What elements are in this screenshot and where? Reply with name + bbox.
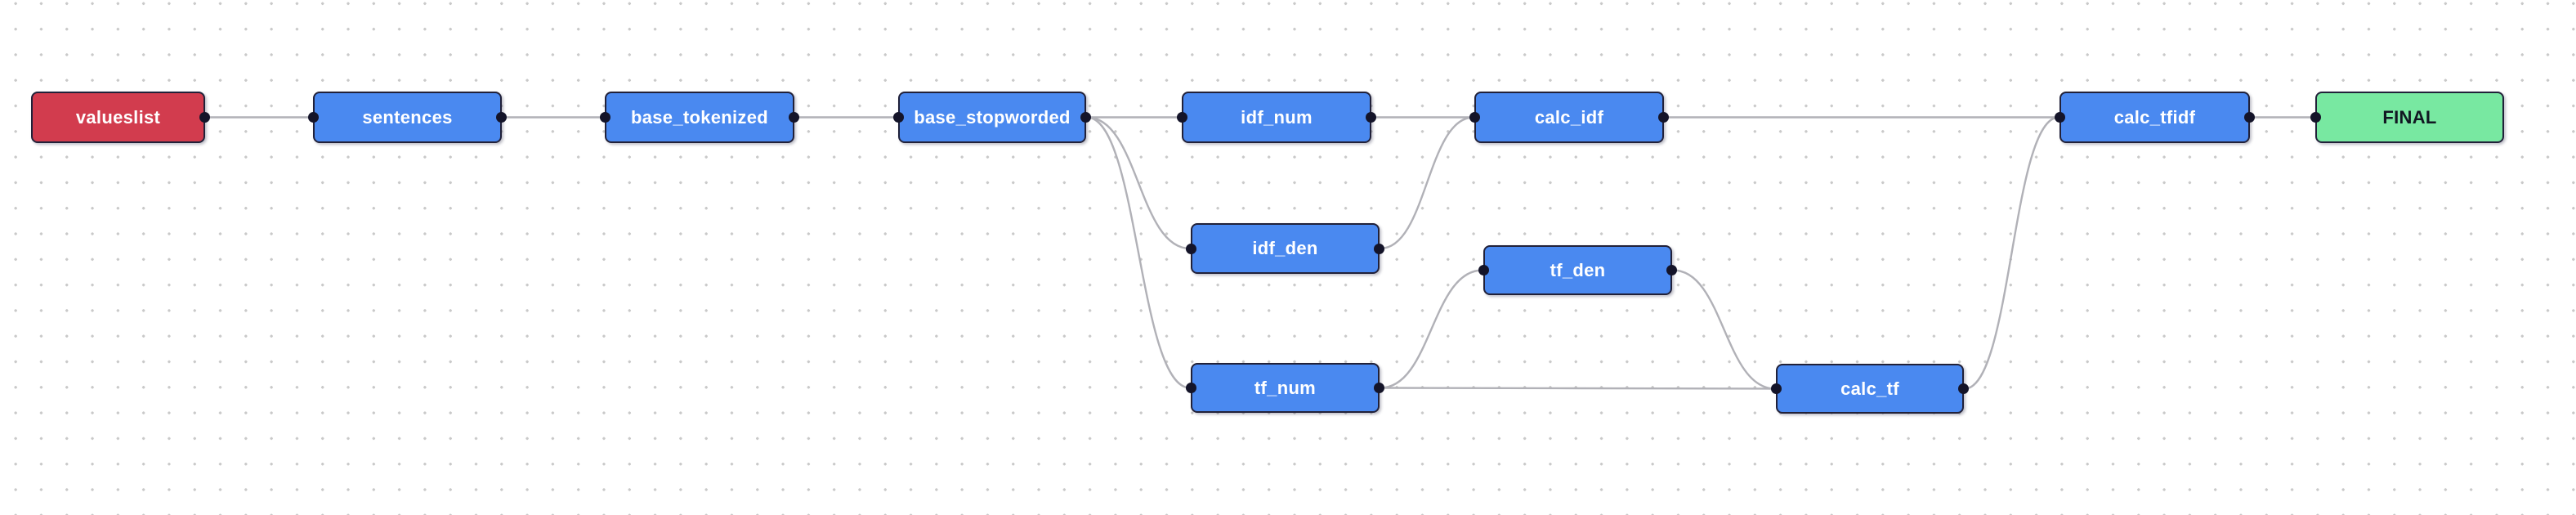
node-sentences[interactable]: sentences: [308, 92, 507, 143]
handle-source-idf_den[interactable]: [1374, 243, 1384, 254]
node-label-calc_idf: calc_idf: [1534, 106, 1604, 128]
edge-base_stopworded-to-tf_num[interactable]: [1086, 116, 1191, 389]
node-idf_num[interactable]: idf_num: [1177, 92, 1376, 143]
handle-target-calc_idf[interactable]: [1469, 112, 1480, 123]
node-label-base_stopworded: base_stopworded: [914, 106, 1071, 128]
node-label-base_tokenized: base_tokenized: [630, 106, 769, 128]
edge-tf_num-to-calc_tf[interactable]: [1380, 387, 1776, 390]
handle-target-tf_num[interactable]: [1186, 383, 1196, 393]
handle-target-base_tokenized[interactable]: [600, 112, 610, 123]
handle-source-valueslist[interactable]: [199, 112, 210, 123]
node-FINAL[interactable]: FINAL: [2310, 92, 2504, 143]
node-label-calc_tf: calc_tf: [1840, 378, 1899, 399]
node-calc_tf[interactable]: calc_tf: [1771, 364, 1969, 414]
handle-source-calc_tfidf[interactable]: [2244, 112, 2255, 123]
edge-calc_tf-to-calc_tfidf[interactable]: [1964, 116, 2059, 390]
node-label-idf_num: idf_num: [1241, 106, 1313, 128]
handle-source-calc_tf[interactable]: [1958, 383, 1969, 394]
node-label-tf_den: tf_den: [1550, 259, 1606, 280]
node-calc_idf[interactable]: calc_idf: [1469, 92, 1669, 143]
handle-target-tf_den[interactable]: [1478, 265, 1489, 275]
node-label-idf_den: idf_den: [1252, 238, 1318, 258]
handle-target-base_stopworded[interactable]: [893, 112, 904, 123]
node-tf_den[interactable]: tf_den: [1478, 245, 1677, 295]
handle-source-calc_idf[interactable]: [1658, 112, 1669, 123]
handle-source-tf_den[interactable]: [1666, 265, 1677, 275]
handle-source-tf_num[interactable]: [1374, 383, 1384, 393]
handle-target-sentences[interactable]: [308, 112, 319, 123]
node-idf_den[interactable]: idf_den: [1186, 223, 1384, 274]
node-label-FINAL: FINAL: [2382, 106, 2437, 128]
node-label-sentences: sentences: [362, 106, 453, 128]
node-valueslist[interactable]: valueslist: [31, 92, 210, 143]
handle-target-idf_num[interactable]: [1177, 112, 1187, 123]
edge-tf_den-to-calc_tf[interactable]: [1672, 269, 1776, 390]
edge-idf_den-to-calc_idf[interactable]: [1380, 116, 1474, 250]
handle-target-FINAL[interactable]: [2310, 112, 2321, 123]
handle-source-base_tokenized[interactable]: [789, 112, 799, 123]
edge-base_stopworded-to-idf_den[interactable]: [1086, 116, 1191, 250]
node-calc_tfidf[interactable]: calc_tfidf: [2055, 92, 2255, 143]
node-tf_num[interactable]: tf_num: [1186, 363, 1384, 413]
handle-source-sentences[interactable]: [496, 112, 507, 123]
handle-source-idf_num[interactable]: [1366, 112, 1376, 123]
node-base_stopworded[interactable]: base_stopworded: [893, 92, 1091, 143]
node-base_tokenized[interactable]: base_tokenized: [600, 92, 799, 143]
node-label-valueslist: valueslist: [75, 106, 161, 128]
handle-target-idf_den[interactable]: [1186, 243, 1196, 254]
handle-target-calc_tfidf[interactable]: [2055, 112, 2065, 123]
node-label-tf_num: tf_num: [1254, 377, 1317, 398]
handle-source-base_stopworded[interactable]: [1080, 112, 1091, 123]
edge-tf_num-to-tf_den[interactable]: [1380, 269, 1483, 389]
node-label-calc_tfidf: calc_tfidf: [2113, 106, 2196, 128]
handle-target-calc_tf[interactable]: [1771, 383, 1782, 394]
